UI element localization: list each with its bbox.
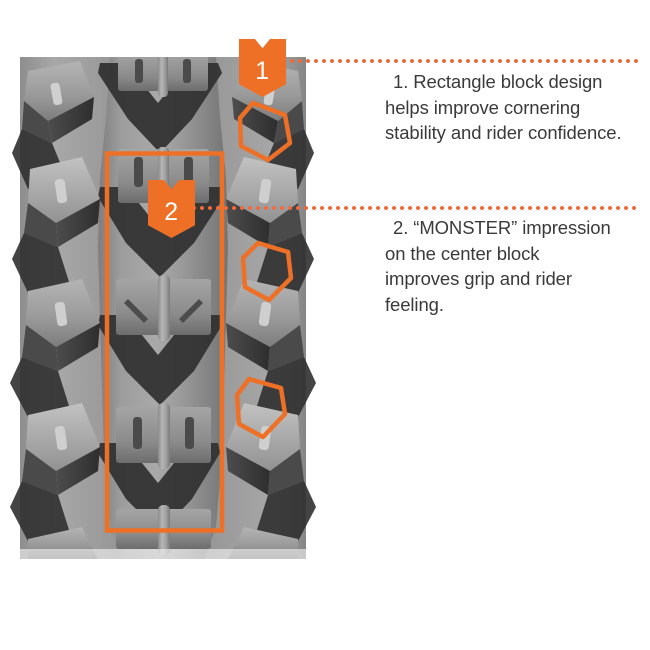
callout-text-1: 1. Rectangle block design helps improve …: [385, 69, 643, 146]
tire-tread-illustration: [8, 57, 318, 559]
tire-tread-image: [8, 57, 318, 559]
callout-badge-1-label: 1: [255, 57, 270, 85]
callout-text-2-line-2: on the center block: [385, 242, 540, 264]
callout-text-2-line-4: feeling.: [385, 293, 444, 315]
callout-text-2-line-3: improves grip and rider: [385, 268, 572, 289]
callout-text-2: 2. “MONSTER” impression on the center bl…: [385, 215, 643, 317]
callout-text-1-line-3: stability and rider confidence.: [385, 122, 622, 143]
leader-line-2: [190, 206, 640, 210]
callout-text-2-line-1: 2. “MONSTER” impression: [393, 217, 611, 238]
callout-text-1-line-2: helps improve cornering: [385, 96, 581, 118]
callout-badge-1[interactable]: 1: [239, 39, 286, 97]
leader-line-1: [288, 59, 640, 63]
callout-text-1-line-1: 1. Rectangle block design: [393, 71, 603, 92]
callout-badge-2-label: 2: [164, 198, 179, 226]
